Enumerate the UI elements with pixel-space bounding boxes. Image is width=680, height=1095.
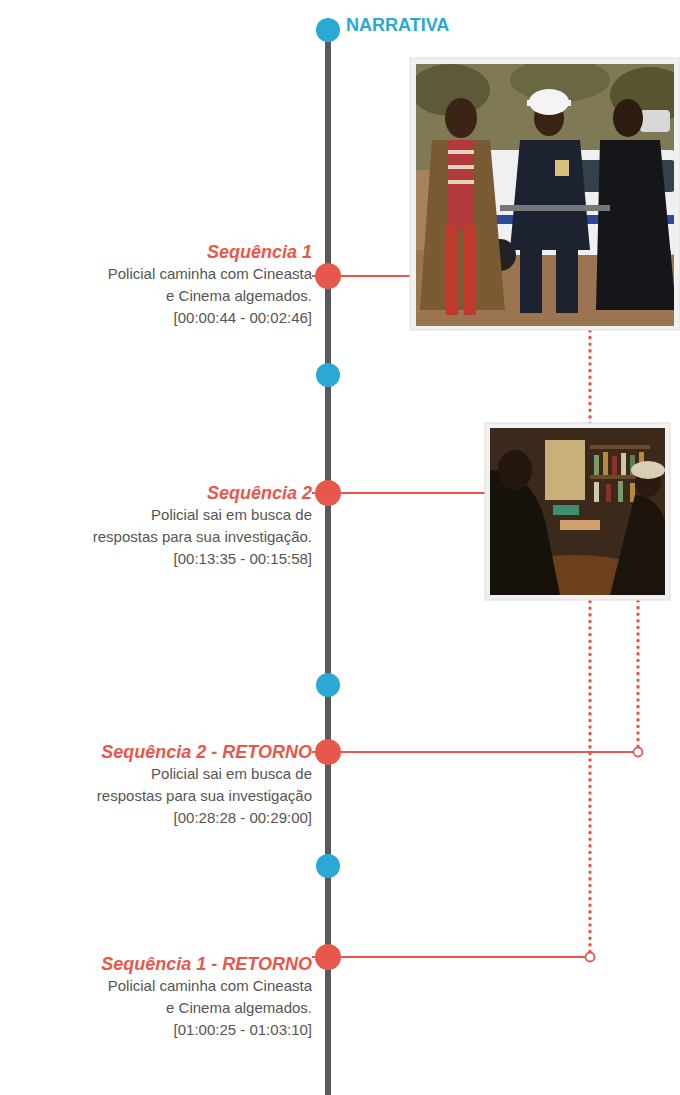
sequence-heading: Sequência 1 [12, 241, 312, 263]
sequence-entry: Sequência 2 - RETORNOPolicial sai em bus… [12, 741, 312, 829]
sequence-heading: Sequência 1 - RETORNO [12, 953, 312, 975]
connector-dotted-line [588, 331, 592, 957]
connector-line [312, 751, 638, 753]
sequence-heading: Sequência 2 - RETORNO [12, 741, 312, 763]
connector-end-ring [586, 953, 595, 962]
sequence-heading: Sequência 2 [12, 482, 312, 504]
sequence-description: Policial sai em busca de respostas para … [12, 504, 312, 548]
return-connector [312, 493, 643, 757]
return-connector [312, 276, 595, 962]
sequence-dot [315, 739, 341, 765]
film-still [410, 58, 680, 330]
timeline-dot [316, 673, 340, 697]
sequence-description: Policial caminha com Cineasta e Cinema a… [12, 975, 312, 1019]
connector-line [312, 956, 590, 958]
timecode: [00:00:44 - 00:02:46] [12, 307, 312, 329]
timeline-dot [316, 363, 340, 387]
connector-line [312, 493, 638, 601]
film-still [485, 423, 670, 615]
connector-dotted-line [636, 601, 640, 752]
timeline-dot [316, 18, 340, 42]
sequence-entry: Sequência 1Policial caminha com Cineasta… [12, 241, 312, 329]
sequence-dot [315, 263, 341, 289]
timeline-dot [316, 854, 340, 878]
sequence-dot [315, 944, 341, 970]
connector-end-ring [634, 748, 643, 757]
connector-line [312, 276, 590, 331]
timecode: [00:28:28 - 00:29:00] [12, 807, 312, 829]
sequence-description: Policial caminha com Cineasta e Cinema a… [12, 263, 312, 307]
sequence-entry: Sequência 1 - RETORNOPolicial caminha co… [12, 953, 312, 1041]
timeline-title: NARRATIVA [346, 14, 449, 36]
timecode: [01:00:25 - 01:03:10] [12, 1019, 312, 1041]
sequence-entry: Sequência 2Policial sai em busca de resp… [12, 482, 312, 570]
timecode: [00:13:35 - 00:15:58] [12, 548, 312, 570]
timeline-spine [325, 30, 331, 1095]
sequence-description: Policial sai em busca de respostas para … [12, 763, 312, 807]
sequence-dot [315, 480, 341, 506]
